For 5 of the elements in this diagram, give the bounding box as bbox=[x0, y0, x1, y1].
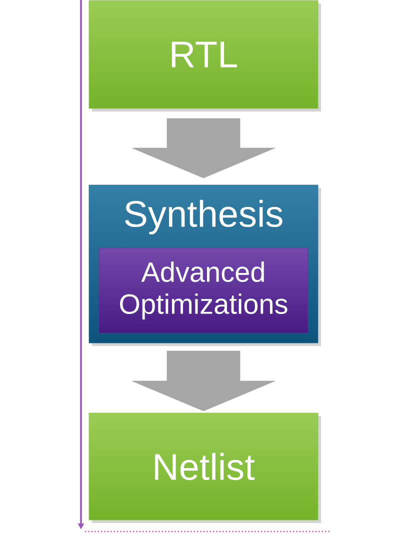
stage-box: RTL bbox=[88, 0, 321, 112]
step-box: Advanced Optimizations bbox=[98, 248, 308, 334]
block-arrow bbox=[132, 350, 276, 412]
block-arrow bbox=[132, 118, 276, 178]
stage-box: Netlist bbox=[88, 412, 321, 523]
